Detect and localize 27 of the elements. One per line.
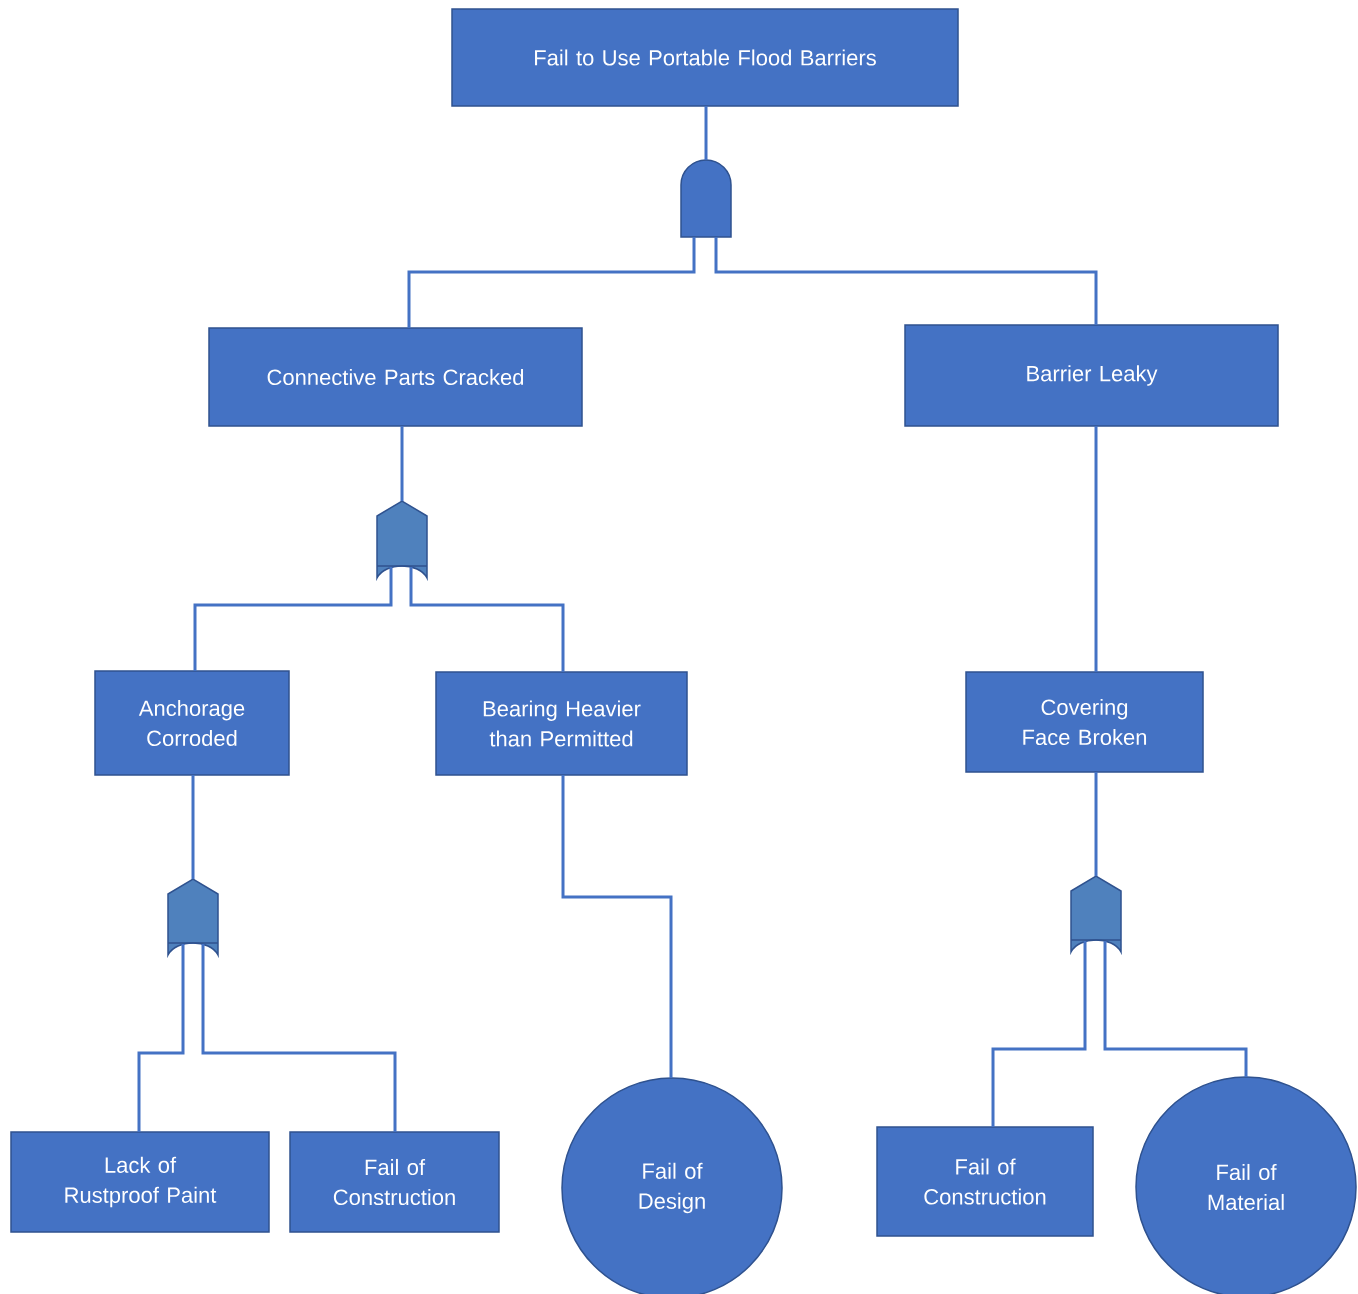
or-gate [1070, 875, 1122, 953]
event-box: Lack of Rustproof Paint [10, 1131, 270, 1233]
connector-line [704, 106, 708, 160]
connector-line [201, 944, 397, 1132]
connector-line [1103, 941, 1248, 1077]
event-box: Anchorage Corroded [94, 670, 290, 776]
or-gate [376, 500, 428, 579]
event-box: Bearing Heavier than Permitted [435, 671, 688, 776]
event-box: Covering Face Broken [965, 671, 1204, 773]
connector-line [991, 941, 1087, 1127]
connector-line [714, 237, 1098, 325]
event-box: Fail of Construction [289, 1131, 500, 1233]
event-box: Connective Parts Cracked [208, 327, 583, 427]
connector-line [409, 567, 565, 672]
connector-line [407, 237, 696, 328]
event-box: Fail of Construction [876, 1126, 1094, 1237]
connector-line [1094, 772, 1098, 876]
connector-line [137, 944, 185, 1132]
connector-line [400, 426, 404, 501]
connector-line [561, 775, 673, 1078]
or-gate [167, 878, 219, 956]
connector-line [1094, 426, 1098, 672]
connector-line [193, 567, 393, 671]
event-box: Barrier Leaky [904, 324, 1279, 427]
event-box: Fail to Use Portable Flood Barriers [451, 8, 959, 107]
and-gate [680, 159, 732, 238]
connector-line [191, 775, 195, 879]
